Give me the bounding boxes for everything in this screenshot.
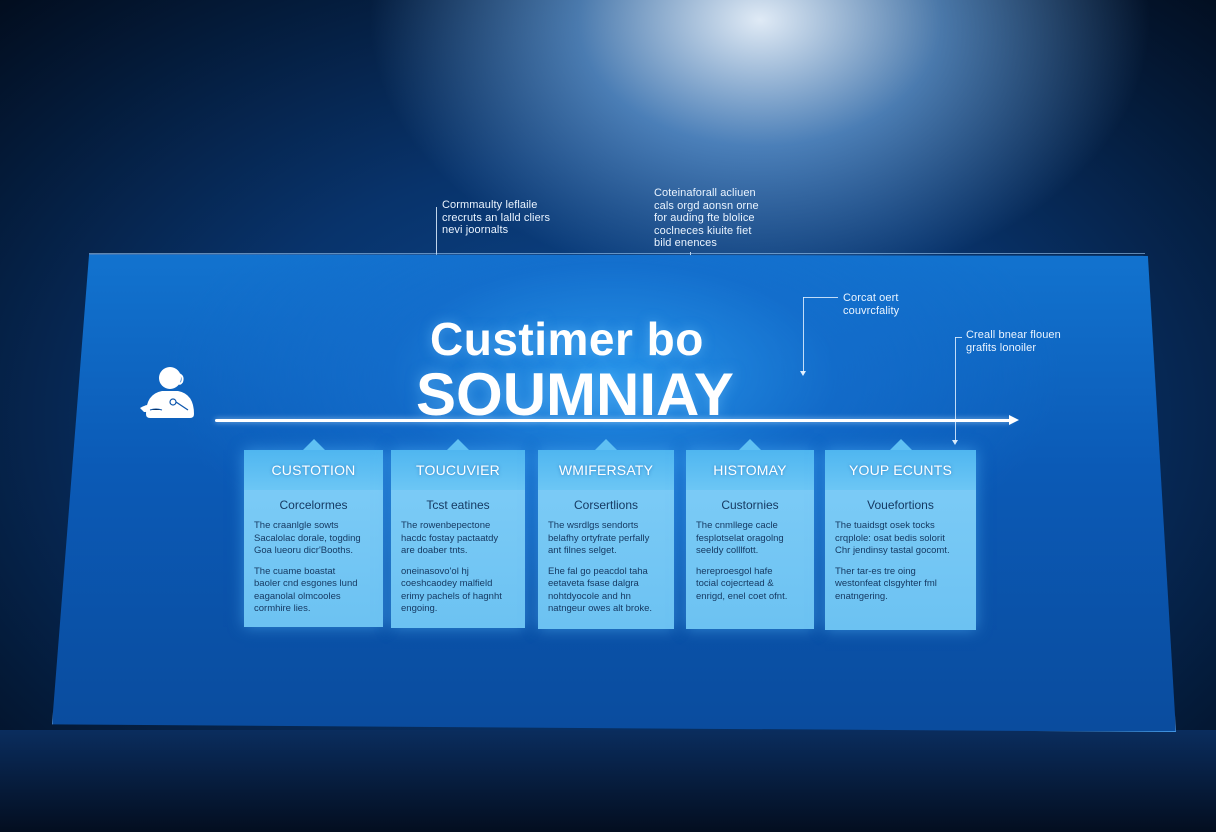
stage-description-2: oneinasovo'ol hj coeshcaodey malfield er… [401,565,502,615]
stage-card-1[interactable]: CUSTOTION Corcelormes The craanlgle sowt… [244,439,383,627]
stage-subtitle: Custornies [721,498,779,512]
callout-3-leader-h [803,297,838,298]
stage-subtitle: Corcelormes [279,498,348,512]
stage-description-2: Ther tar-es tre oing westonfeat clsgyhte… [835,565,937,602]
card-tab-icon [889,439,912,450]
diagram-title-line2: SOUMNIAY [416,361,734,428]
callout-4-arrow-icon [952,440,958,445]
callout-4-leader-h [955,337,962,338]
timeline-line [215,419,1011,422]
stage-subtitle: Corsertlions [573,498,639,512]
stage-description-1: The wsrdlgs sendorts belafhy ortyfrate p… [548,520,650,556]
stage-header: CUSTOTION [244,450,383,490]
callout-3-arrow-icon [800,371,806,376]
stage-description-1: The craanlgle sowts Sacalolac dorale, to… [254,520,361,556]
stage-description-1: The tuaidsgt osek tocks crqplole: osat b… [835,520,950,556]
callout-4: Creall bnear flouen grafits lonoiler [966,329,1061,354]
stage-subtitle: Vouefortions [867,498,934,512]
callout-4-leader-v [955,337,956,441]
panel-top-edge [89,253,1145,254]
person-icon [140,367,194,418]
stage-description-2: The cuame boastat baoler cnd esgones lun… [254,565,358,615]
stage-subtitle: Tcst eatines [426,498,490,512]
background-floor [0,730,1216,832]
card-tab-icon [739,439,761,450]
stage-description-1: The rowenbepectone hacdc fostay pactaatd… [401,520,499,556]
stage-header: WMIFERSATY [538,450,674,490]
stage-header: TOUCUVIER [391,450,525,490]
stage-card-4[interactable]: HISTOMAY Custornies The cnmllege cacle f… [686,439,814,629]
callout-3-leader-v [803,297,804,373]
callout-3: Corcat oert couvrcfality [843,292,900,317]
arrow-right-icon [1009,415,1019,425]
callout-2: Coteinaforall acliuen cals orgd aonsn or… [654,187,759,249]
stage-card-3[interactable]: WMIFERSATY Corsertlions The wsrdlgs send… [538,439,674,629]
stage-card-5[interactable]: YOUP ECUNTS Vouefortions The tuaidsgt os… [825,439,976,630]
stage-header: HISTOMAY [686,450,814,490]
diagram-title-line1: Custimer bo [430,313,704,365]
stage-description-1: The cnmllege cacle fesplotselat oragolng… [696,520,784,556]
card-tab-icon [302,439,325,450]
card-tab-icon [595,439,617,450]
stage-header: YOUP ECUNTS [825,450,976,490]
stage-description-2: Ehe fal go peacdol taha eetaveta fsase d… [548,565,653,615]
stage-card-2[interactable]: TOUCUVIER Tcst eatines The rowenbepecton… [391,439,525,628]
card-tab-icon [447,439,469,450]
callout-1: Cormmaulty leflaile crecruts an lalld cl… [442,199,551,236]
stage-description-2: hereproesgol hafe tocial cojecrtead & en… [696,565,788,602]
